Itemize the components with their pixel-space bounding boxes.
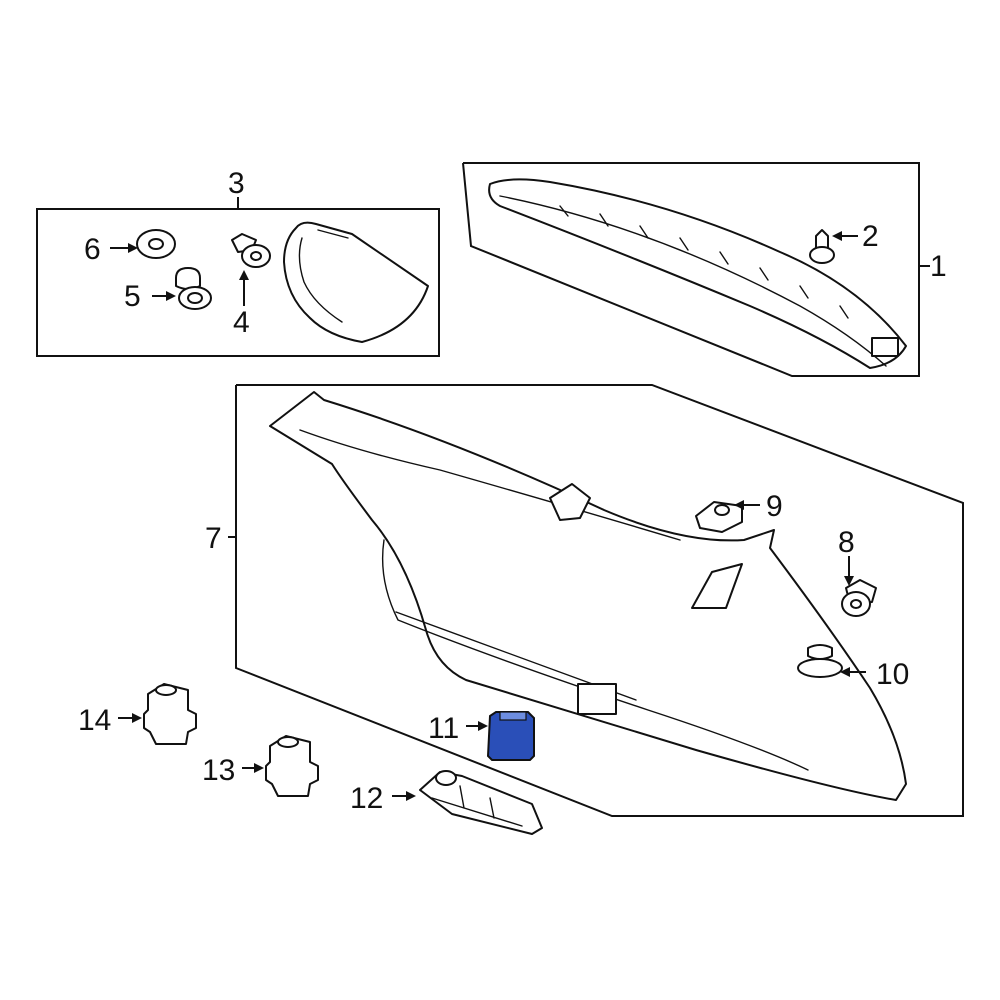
group-3-box [36,197,440,357]
group-1-box [462,162,930,377]
callout-8: 8 [838,526,855,559]
callout-4: 4 [233,306,250,339]
part-2-clip[interactable] [809,229,835,264]
group-3-trim-panel[interactable] [283,221,429,343]
part-1-upper-trim[interactable] [488,178,907,369]
callout-2: 2 [862,220,879,253]
callout-13: 13 [202,754,235,787]
part-10-retainer[interactable] [797,644,843,678]
callout-10: 10 [876,658,909,691]
part-12-bracket[interactable] [419,770,543,835]
part-11-cover-highlighted[interactable] [486,711,535,761]
callout-6: 6 [84,233,101,266]
part-14-connector[interactable] [143,683,197,745]
callout-1: 1 [930,250,947,283]
part-8-push-pin[interactable] [841,579,877,617]
callout-5: 5 [124,280,141,313]
part-4-clip[interactable] [231,233,271,268]
callout-14: 14 [78,704,111,737]
callout-12: 12 [350,782,383,815]
part-5-grommet[interactable] [175,267,212,310]
group-7-box [228,384,964,817]
part-7-liftgate-trim-panel[interactable] [269,391,907,801]
callout-3: 3 [228,167,245,200]
part-13-connector[interactable] [265,735,319,797]
part-9-clip[interactable] [695,501,743,533]
part-6-washer[interactable] [136,229,176,259]
callout-9: 9 [766,490,783,523]
callout-11: 11 [428,712,459,745]
callout-arrows [110,231,866,801]
callout-7: 7 [205,522,222,555]
